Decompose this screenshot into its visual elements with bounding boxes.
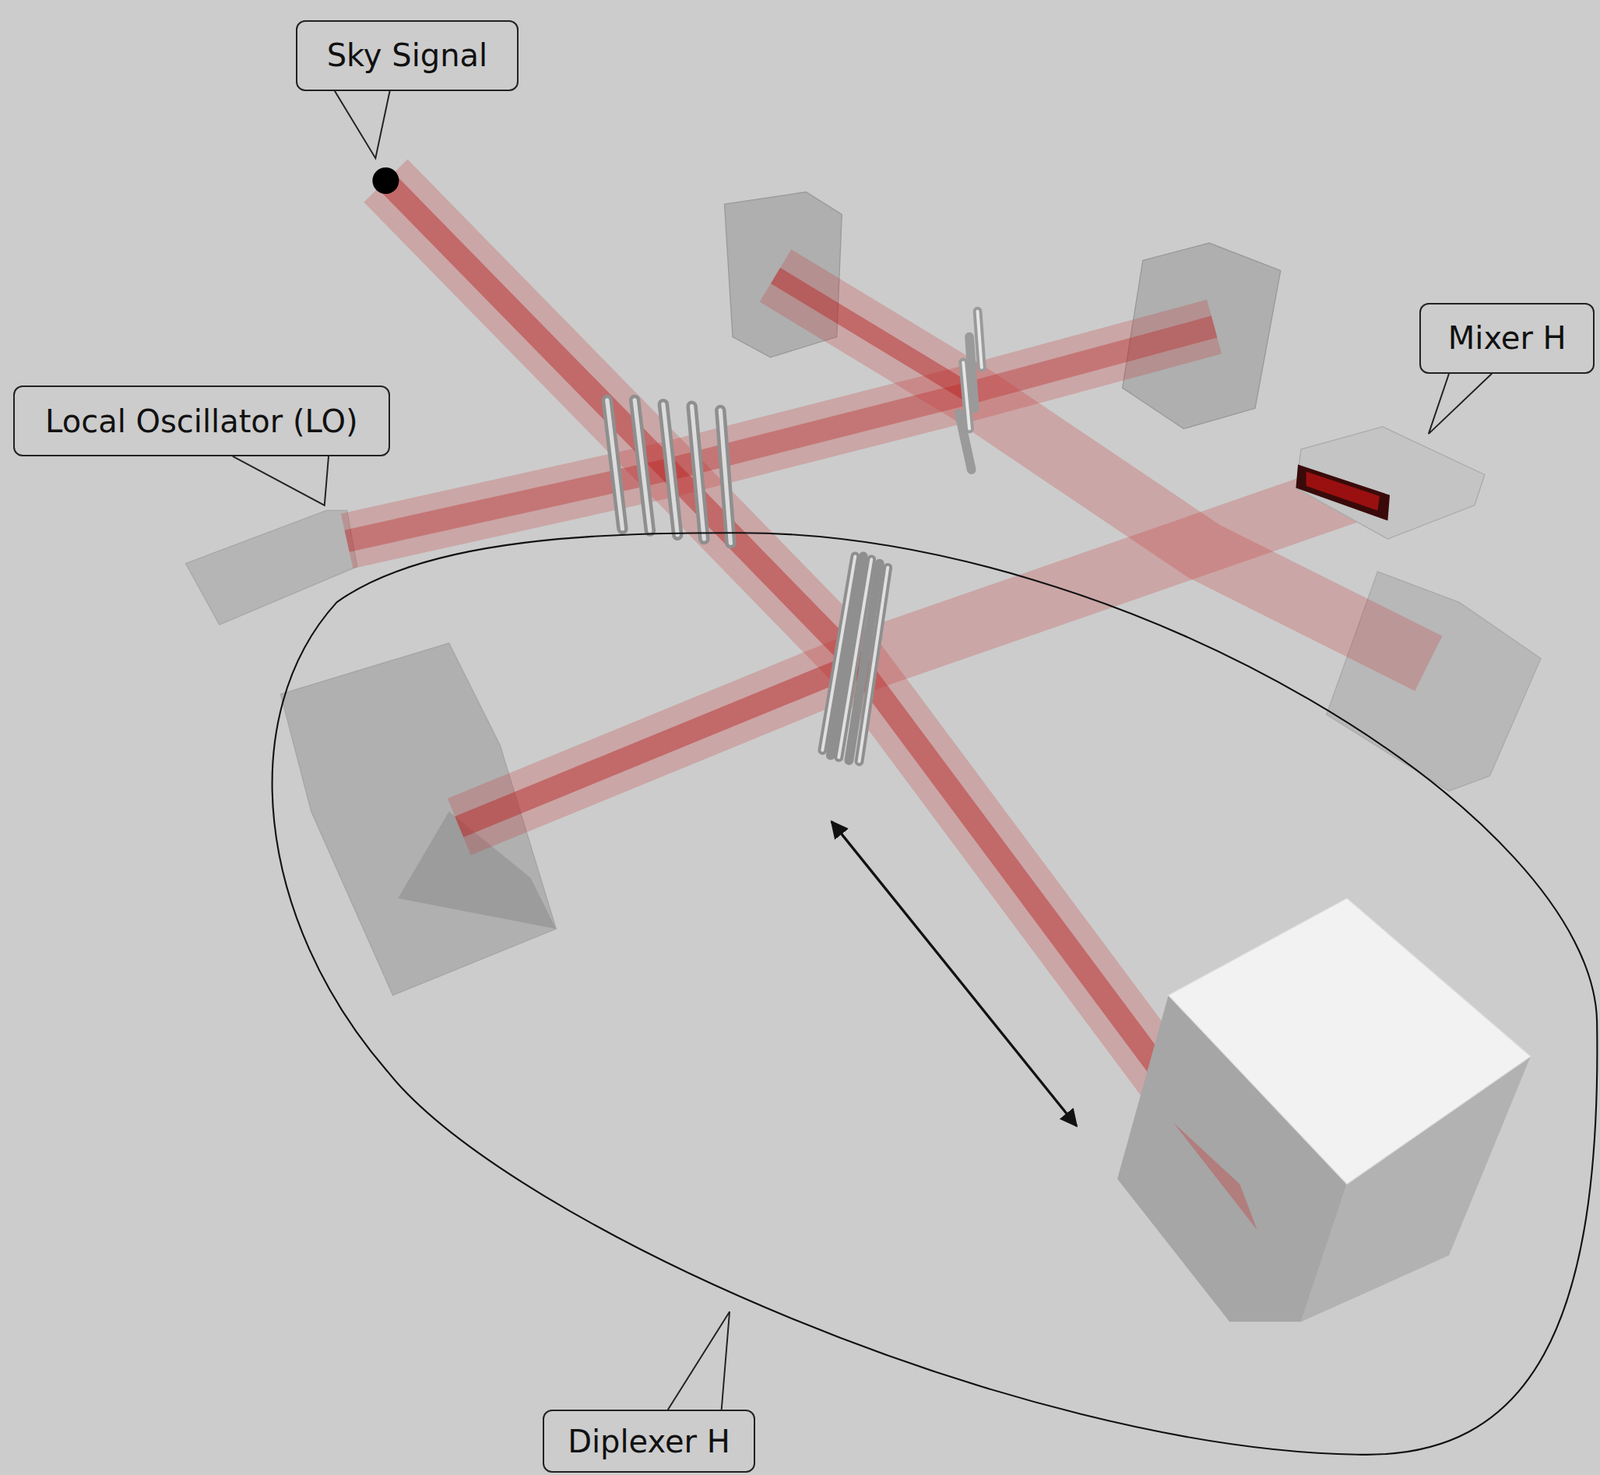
callout-label: Sky Signal <box>327 37 488 74</box>
mixer-slot <box>1295 464 1390 521</box>
grid-rod-highlight <box>963 362 970 429</box>
wire-grid <box>607 400 732 543</box>
grid-rod-highlight <box>977 311 982 368</box>
callout-pointers <box>232 91 1492 1411</box>
grid-rod-highlight <box>663 404 678 535</box>
callout-pointer <box>232 456 329 506</box>
grid-rod-highlight <box>720 410 731 543</box>
wire-grid <box>959 311 982 470</box>
grid-rod <box>692 406 705 539</box>
mixer-slot-glow <box>1306 471 1380 511</box>
mixer-beam <box>459 663 858 827</box>
callout-label: Mixer H <box>1448 320 1567 356</box>
mixer-block <box>1295 426 1484 539</box>
grid-rod <box>720 410 731 543</box>
grid-rod <box>977 311 982 368</box>
mixer-beam-halo <box>459 489 1358 827</box>
grid-rod <box>663 404 678 535</box>
sky-signal-point <box>372 167 399 194</box>
callout-label: Local Oscillator (LO) <box>45 403 358 440</box>
grid-rod <box>634 400 651 531</box>
callout-label: Diplexer H <box>567 1423 731 1460</box>
callout-box: Diplexer H <box>542 1409 756 1473</box>
return-beam <box>775 275 970 394</box>
roof-mirror-top <box>1168 897 1531 1184</box>
travel-arrow <box>831 821 1077 1126</box>
grid-rod <box>859 567 889 762</box>
grid-rod-highlight <box>692 406 705 539</box>
grid-rod-highlight <box>822 555 855 750</box>
callout-pointer <box>667 1311 730 1411</box>
grid-rod <box>607 400 623 529</box>
diplexer-outline <box>272 532 1598 1455</box>
grid-rod-highlight <box>634 400 651 531</box>
callout-pointer <box>334 91 391 159</box>
callout-box: Local Oscillator (LO) <box>13 385 391 456</box>
grid-rod-highlight <box>859 567 889 762</box>
callout-box: Sky Signal <box>295 20 519 91</box>
callout-box: Mixer H <box>1419 302 1595 373</box>
beam-spot <box>1173 1122 1257 1231</box>
grid-rod-highlight <box>607 400 623 529</box>
wire-grid <box>822 555 888 761</box>
grid-rod-highlight <box>838 559 872 757</box>
callout-pointer <box>1428 373 1492 434</box>
